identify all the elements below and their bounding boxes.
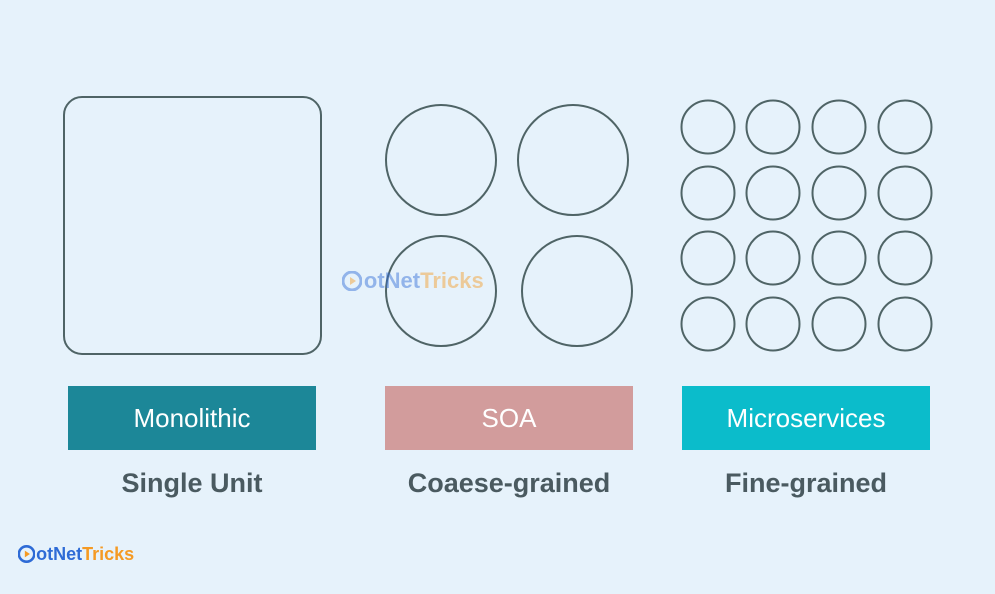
microservice-circle-2 (745, 99, 801, 155)
microservice-circle-15 (811, 296, 867, 352)
microservice-circle-7 (811, 165, 867, 221)
microservice-circle-12 (877, 230, 933, 286)
microservice-circle-9 (680, 230, 736, 286)
soa-label: SOA (385, 386, 633, 450)
soa-circle-2 (517, 104, 629, 216)
microservice-circle-14 (745, 296, 801, 352)
soa-circle-4 (521, 235, 633, 347)
microservices-label: Microservices (682, 386, 930, 450)
soa-circles (385, 104, 633, 347)
microservice-circles (680, 99, 933, 352)
microservice-circle-11 (811, 230, 867, 286)
watermark-text-main: otNet (363, 268, 421, 293)
microservice-circle-8 (877, 165, 933, 221)
microservice-circle-16 (877, 296, 933, 352)
microservice-circle-3 (811, 99, 867, 155)
microservice-circle-13 (680, 296, 736, 352)
soa-caption: Coaese-grained (407, 467, 611, 498)
microservice-circle-10 (745, 230, 801, 286)
microservice-circle-4 (877, 99, 933, 155)
play-d-logo-icon (18, 545, 36, 563)
microservice-circle-6 (745, 165, 801, 221)
microservice-circle-1 (680, 99, 736, 155)
watermark-text-accent: Tricks (420, 268, 484, 293)
monolithic-caption: Single Unit (121, 467, 263, 498)
brand-text-main: otNet (36, 543, 83, 564)
microservices-caption: Fine-grained (724, 467, 887, 498)
monolith-square (63, 96, 322, 355)
soa-circle-1 (385, 104, 497, 216)
soa-circle-3 (385, 235, 497, 347)
microservice-circle-5 (680, 165, 736, 221)
monolithic-label: Monolithic (68, 386, 316, 450)
brand-text-accent: Tricks (82, 543, 135, 564)
play-d-logo-icon (342, 270, 363, 292)
